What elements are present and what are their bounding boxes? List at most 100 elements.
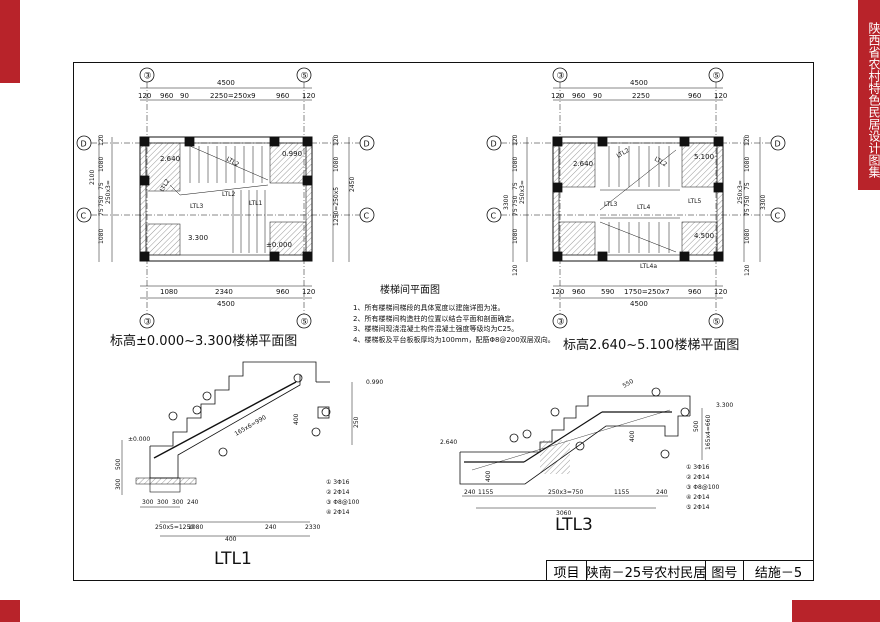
svg-text:300: 300 bbox=[142, 499, 154, 506]
svg-text:LTL2: LTL2 bbox=[225, 156, 240, 169]
svg-text:LTL3: LTL3 bbox=[604, 201, 618, 208]
svg-text:LTL3: LTL3 bbox=[190, 203, 204, 210]
svg-text:1080: 1080 bbox=[188, 524, 203, 531]
plan1-axis-label-d-r: D bbox=[364, 140, 370, 149]
svg-text:75: 75 bbox=[744, 182, 751, 190]
svg-text:90: 90 bbox=[593, 92, 602, 100]
svg-text:300: 300 bbox=[172, 499, 184, 506]
svg-text:165x4=660: 165x4=660 bbox=[705, 415, 712, 450]
plan2-title: 标高2.640~5.100楼梯平面图 bbox=[563, 338, 740, 353]
svg-text:240: 240 bbox=[656, 489, 668, 496]
title-block: 项目 陕南－25号农村民居 图号 结施－5 bbox=[546, 560, 814, 581]
svg-text:550: 550 bbox=[622, 378, 636, 390]
svg-text:250x3=: 250x3= bbox=[519, 180, 526, 204]
svg-text:LTL4a: LTL4a bbox=[640, 263, 657, 270]
svg-text:960: 960 bbox=[688, 288, 701, 296]
svg-text:75: 75 bbox=[98, 208, 105, 216]
svg-text:300: 300 bbox=[157, 499, 169, 506]
svg-text:960: 960 bbox=[276, 92, 289, 100]
bottom-white-strip bbox=[20, 600, 792, 622]
svg-text:4.500: 4.500 bbox=[694, 232, 714, 240]
svg-text:4500: 4500 bbox=[630, 300, 648, 308]
svg-text:120: 120 bbox=[744, 264, 751, 276]
svg-text:1155: 1155 bbox=[614, 489, 629, 496]
svg-text:750: 750 bbox=[744, 195, 751, 207]
svg-text:400: 400 bbox=[629, 430, 636, 442]
svg-text:960: 960 bbox=[276, 288, 289, 296]
svg-text:±0.000: ±0.000 bbox=[128, 436, 150, 443]
plan1-axis-label-3: ③ bbox=[144, 72, 152, 82]
svg-text:1080: 1080 bbox=[160, 288, 178, 296]
svg-text:⑤ 2Φ14: ⑤ 2Φ14 bbox=[686, 504, 710, 511]
svg-text:400: 400 bbox=[293, 413, 300, 425]
svg-text:120: 120 bbox=[714, 92, 727, 100]
svg-text:③: ③ bbox=[557, 72, 565, 82]
plan1-level-0000: ±0.000 bbox=[266, 241, 292, 249]
svg-text:120: 120 bbox=[744, 134, 751, 146]
svg-text:D: D bbox=[775, 140, 781, 149]
ltl1-section bbox=[121, 361, 353, 537]
note-4: 4、楼梯板及平台板板厚均为100mm，配筋Φ8@200双层双向。 bbox=[353, 335, 555, 344]
svg-text:500: 500 bbox=[115, 458, 122, 470]
svg-text:C: C bbox=[491, 212, 497, 221]
svg-text:120: 120 bbox=[551, 92, 564, 100]
ltl1-labels: ±0.000 0.990 500 300 300 300 300 240 250… bbox=[115, 379, 383, 543]
svg-text:75: 75 bbox=[512, 182, 519, 190]
svg-text:D: D bbox=[491, 140, 497, 149]
plan1-axis-label-3b: ③ bbox=[144, 318, 152, 328]
plan1-axis-label-5: ⑤ bbox=[301, 72, 309, 82]
svg-text:165x6=990: 165x6=990 bbox=[234, 414, 268, 438]
svg-text:120: 120 bbox=[714, 288, 727, 296]
svg-text:1080: 1080 bbox=[98, 229, 105, 244]
svg-text:2100: 2100 bbox=[89, 170, 96, 185]
plan1-level-3300: 3.300 bbox=[188, 234, 208, 242]
svg-text:300: 300 bbox=[115, 478, 122, 490]
note-1: 1、所有楼梯间梯段的具体宽度以建施详图为准。 bbox=[353, 304, 505, 312]
note-2: 2、所有楼梯间构造柱的位置以结合平面和剖面确定。 bbox=[353, 314, 519, 323]
svg-text:1080: 1080 bbox=[98, 157, 105, 172]
svg-text:120: 120 bbox=[333, 134, 340, 146]
svg-text:250: 250 bbox=[353, 416, 360, 428]
plan1-axis-label-c: C bbox=[81, 212, 87, 221]
plan1-title: 标高±0.000~3.300楼梯平面图 bbox=[110, 334, 298, 349]
svg-text:400: 400 bbox=[485, 470, 492, 482]
svg-text:120: 120 bbox=[302, 288, 315, 296]
plan1-level-0990: 0.990 bbox=[282, 150, 302, 158]
ltl3-section bbox=[459, 387, 703, 509]
svg-text:250x5=1250: 250x5=1250 bbox=[155, 524, 194, 531]
svg-text:3.300: 3.300 bbox=[716, 402, 733, 409]
svg-text:120: 120 bbox=[512, 134, 519, 146]
svg-text:120: 120 bbox=[302, 92, 315, 100]
svg-text:③ Φ8@100: ③ Φ8@100 bbox=[326, 499, 359, 506]
svg-text:1080: 1080 bbox=[744, 229, 751, 244]
svg-text:LTL5: LTL5 bbox=[688, 198, 702, 205]
svg-text:250x3=750: 250x3=750 bbox=[548, 489, 583, 496]
svg-text:2250=250x9: 2250=250x9 bbox=[210, 92, 256, 100]
svg-text:① 3Φ16: ① 3Φ16 bbox=[326, 479, 350, 486]
svg-text:② 2Φ14: ② 2Φ14 bbox=[686, 474, 710, 481]
notes-block: 1、所有楼梯间梯段的具体宽度以建施详图为准。 2、所有楼梯间构造柱的位置以结合平… bbox=[353, 303, 555, 345]
svg-text:1080: 1080 bbox=[333, 157, 340, 172]
ltl1-title: LTL1 bbox=[214, 549, 252, 569]
svg-text:75: 75 bbox=[98, 182, 105, 190]
svg-text:③ Φ8@100: ③ Φ8@100 bbox=[686, 484, 719, 491]
svg-text:3300: 3300 bbox=[760, 195, 767, 210]
svg-text:960: 960 bbox=[688, 92, 701, 100]
svg-text:120: 120 bbox=[138, 92, 151, 100]
plan1-dim-total-top: 4500 bbox=[217, 79, 235, 87]
svg-text:② 2Φ14: ② 2Φ14 bbox=[326, 489, 350, 496]
svg-text:1155: 1155 bbox=[478, 489, 493, 496]
svg-text:590: 590 bbox=[601, 288, 614, 296]
svg-text:120: 120 bbox=[98, 134, 105, 146]
svg-text:75: 75 bbox=[744, 208, 751, 216]
svg-text:2.640: 2.640 bbox=[573, 160, 593, 168]
svg-text:960: 960 bbox=[572, 92, 585, 100]
right-red-band bbox=[858, 0, 880, 190]
svg-text:2340: 2340 bbox=[215, 288, 233, 296]
svg-text:④ 2Φ14: ④ 2Φ14 bbox=[326, 509, 350, 516]
svg-text:500: 500 bbox=[693, 420, 700, 432]
svg-text:0.990: 0.990 bbox=[366, 379, 383, 386]
plan2 bbox=[486, 67, 786, 329]
svg-text:750: 750 bbox=[98, 195, 105, 207]
